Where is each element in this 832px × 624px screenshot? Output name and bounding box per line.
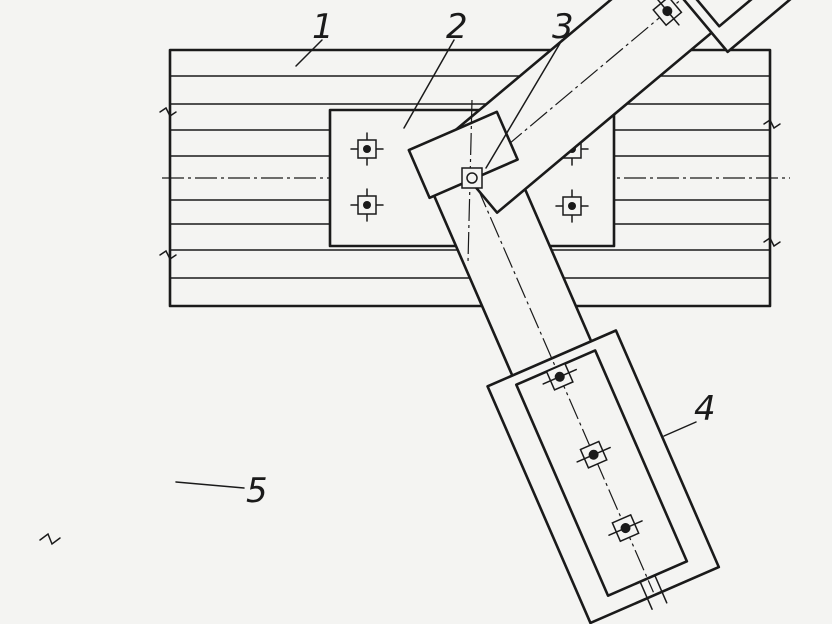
callout-5-label: 5 bbox=[246, 471, 268, 511]
plate-bolt bbox=[350, 132, 384, 166]
hinge-pin bbox=[461, 167, 483, 189]
hinge-cap bbox=[407, 99, 519, 263]
callout-3-label: 3 bbox=[552, 7, 574, 47]
callout-1-label: 1 bbox=[312, 7, 334, 47]
callout-4: 4 bbox=[663, 389, 716, 437]
strut-bolt bbox=[576, 440, 611, 469]
strut-bolt bbox=[608, 513, 643, 543]
beam-break-marks bbox=[159, 106, 781, 261]
plate-bolt bbox=[350, 188, 384, 222]
callout-1: 1 bbox=[295, 7, 334, 67]
callout-5: 5 bbox=[175, 471, 268, 511]
left-break-mark bbox=[39, 532, 61, 546]
strut-bolt bbox=[542, 362, 577, 391]
callout-4-label: 4 bbox=[694, 389, 716, 429]
callout-2-label: 2 bbox=[446, 7, 468, 47]
right-strut bbox=[415, 119, 721, 624]
left-strut bbox=[39, 0, 832, 546]
plate-bolt bbox=[555, 189, 589, 223]
callout-3: 3 bbox=[485, 7, 574, 169]
strut-bolt bbox=[652, 0, 683, 27]
callout-2: 2 bbox=[403, 7, 468, 129]
